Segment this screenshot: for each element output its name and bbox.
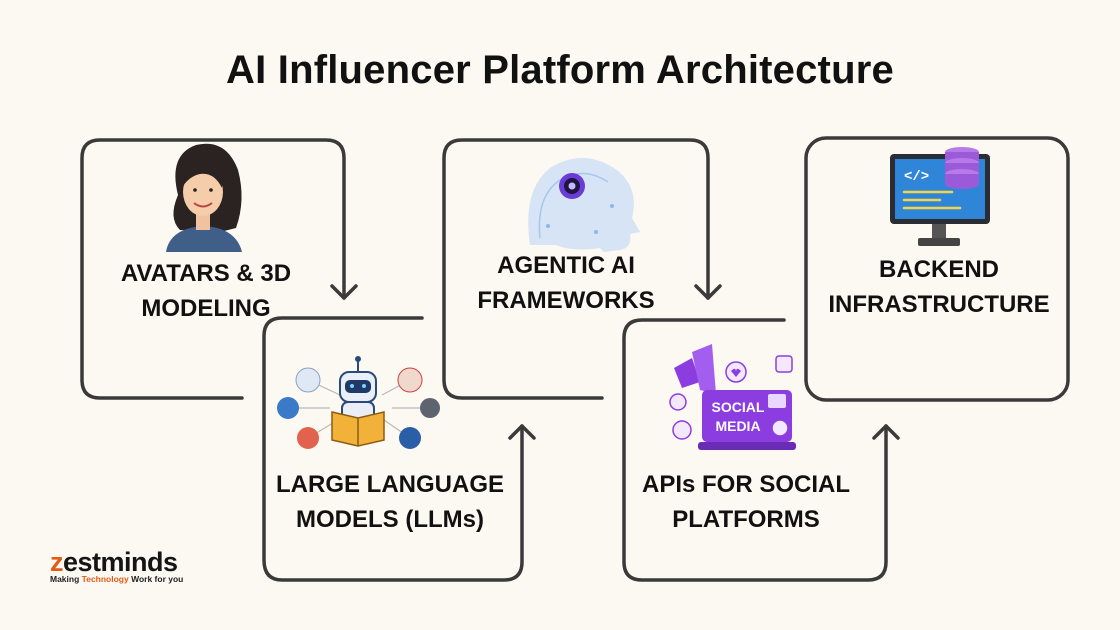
arrow-to-backend [872,424,900,440]
box-avatars-outline [80,138,346,400]
step-label-backend: BACKEND INFRASTRUCTURE [828,256,1050,318]
zestminds-logo: zestminds Making Technology Work for you [50,548,183,584]
robot-reading-icon [277,356,440,449]
arrow-to-apis [694,284,722,300]
social-media-icon: SOCIAL MEDIA [669,344,796,450]
logo-tagline: Making Technology Work for you [50,574,184,584]
logo-z: z [50,547,64,577]
box-llm-outline [262,316,524,582]
svg-text:</>: </> [904,169,929,185]
social-screen-line1: SOCIAL [712,399,765,415]
arrow-to-agentic [508,424,536,440]
step-label-llms: LARGE LANGUAGE MODELS (LLMs) [276,471,504,533]
step-label-avatars: AVATARS & 3D MODELING [120,260,292,322]
logo-wordmark: estminds [63,547,178,577]
box-apis-outline [622,318,888,582]
box-agentic-outline [442,138,710,400]
step-label-agentic: AGENTIC AI FRAMEWORKS [477,252,655,314]
woman-avatar-icon [166,143,242,252]
arrow-to-llm [330,284,358,300]
social-screen-line2: MEDIA [715,418,760,434]
ai-head-icon [528,158,640,252]
server-monitor-icon: </> [890,147,990,246]
step-label-apis: APIs FOR SOCIAL PLATFORMS [641,471,851,533]
page-title: AI Influencer Platform Architecture [226,48,894,92]
box-backend-outline [804,136,1070,402]
